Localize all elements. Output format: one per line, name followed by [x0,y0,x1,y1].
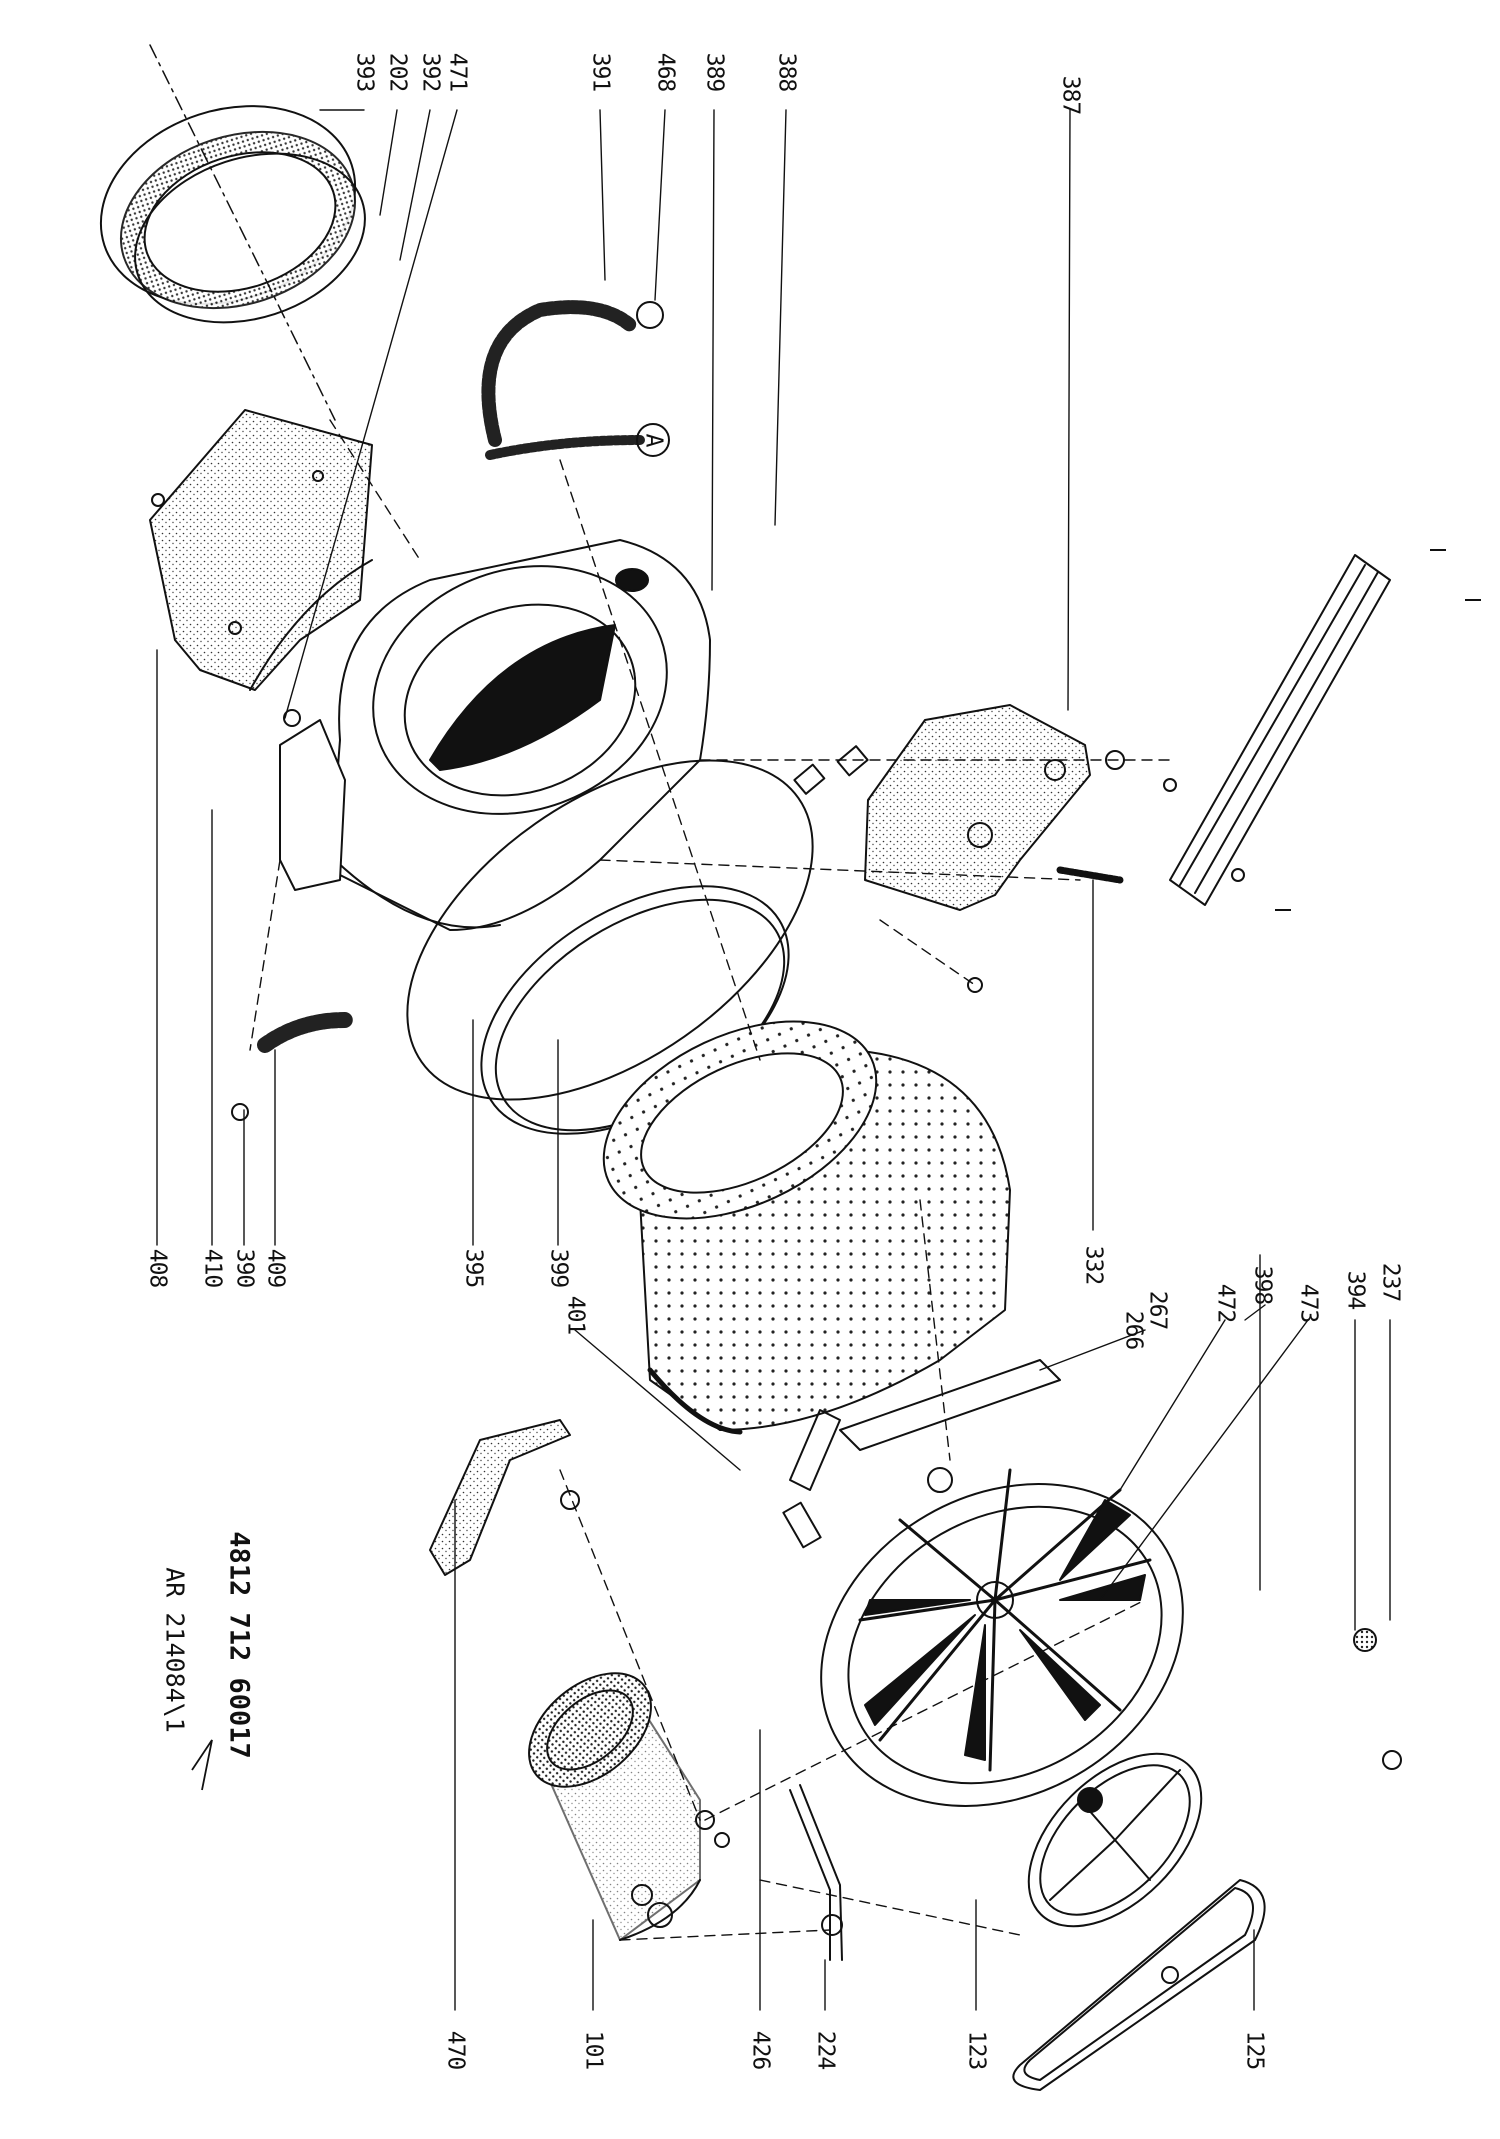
callout-472: 472 [1212,1283,1239,1323]
motor-bracket [429,1419,571,1576]
callout-410: 410 [199,1248,226,1288]
heating-element [789,1784,843,1961]
callout-391: 391 [587,52,614,92]
drum-spider [789,1359,1061,1491]
reference-code: AR 214084\1 [160,1567,190,1733]
cap-468 [636,301,664,329]
callout-398: 398 [1249,1265,1276,1305]
callout-388: 388 [773,52,800,92]
fasteners [151,301,1402,1906]
callout-399: 399 [545,1248,572,1288]
door-hose [481,300,645,460]
callout-101: 101 [580,2030,607,2070]
assembly-lines [249,419,1171,1941]
margin-ticks [1275,549,1481,911]
leader-lines [156,109,1391,2011]
outer-tub [329,539,711,931]
callout-387: 387 [1057,75,1084,115]
callout-408: 408 [144,1248,171,1288]
callout-390: 390 [231,1248,258,1288]
callout-389: 389 [701,52,728,92]
tub-bracket [279,719,346,891]
shock-absorber [1056,866,1124,884]
rear-counterweight [864,704,1091,911]
drum-pulley [820,1468,1184,1807]
callout-395: 395 [460,1248,487,1288]
reference-flourish [191,1739,213,1791]
callout-393: 393 [351,52,378,92]
callout-266: 266 [1120,1310,1147,1350]
marker-a-circle [636,423,670,457]
callout-123: 123 [963,2030,990,2070]
callout-426: 426 [747,2030,774,2070]
inner-drum [602,1020,1011,1435]
callout-470: 470 [442,2030,469,2070]
callout-267: 267 [1144,1290,1171,1330]
mounting-rail [1169,554,1391,906]
callout-237: 237 [1377,1262,1404,1302]
callout-392: 392 [417,52,444,92]
callout-332: 332 [1080,1245,1107,1285]
marker-a: A [640,433,667,447]
callout-409: 409 [262,1248,289,1288]
drain-hose [257,1012,353,1053]
door-seal-ring [99,105,366,324]
callout-202: 202 [384,52,411,92]
callout-224: 224 [812,2030,839,2070]
clip-ring [231,1103,249,1121]
callout-468: 468 [652,52,679,92]
callout-471: 471 [444,52,471,92]
front-counterweight [149,409,373,691]
tub-seal-ring [406,759,814,1101]
callout-473: 473 [1295,1283,1322,1323]
axis-line [149,44,336,421]
drive-motor [528,1672,701,1941]
callout-125: 125 [1241,2030,1268,2070]
drive-belt [1012,1879,1266,2091]
part-number: 4812 712 60017 [223,1531,255,1759]
motor-pulley [1027,1752,1203,1928]
callout-401: 401 [562,1295,589,1335]
callout-394: 394 [1342,1270,1369,1310]
